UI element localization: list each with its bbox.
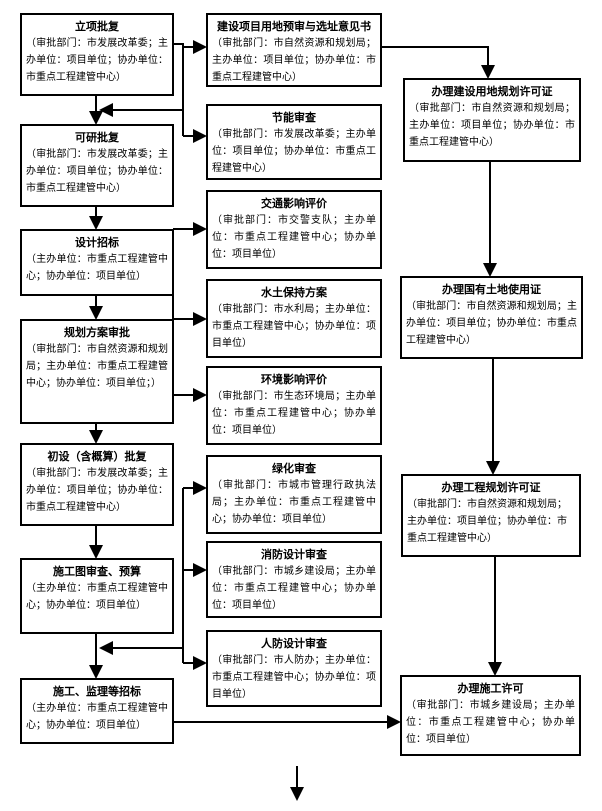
arrow-m1-r1 bbox=[381, 46, 495, 79]
step-title: 施工图审查、预算 bbox=[53, 565, 141, 578]
step-feasibility-approval: 可研批复 （审批部门：市发展改革委；主办单位：项目单位；协办单位：市重点工程建管… bbox=[20, 124, 174, 207]
step-soil-water-plan: 水土保持方案 （审批部门：市水利局；主办单位：市重点工程建管中心；协办单位：项目… bbox=[206, 279, 382, 358]
step-desc: （审批部门：市发展改革委；主办单位：项目单位；协办单位：市重点工程建管中心） bbox=[26, 468, 168, 513]
step-desc: （审批部门：市自然资源和规划局；主办单位：市重点工程建管中心；协办单位：项目单位… bbox=[26, 344, 168, 389]
step-title: 立项批复 bbox=[75, 20, 119, 33]
connector-b1-branch bbox=[173, 43, 184, 136]
step-title: 环境影响评价 bbox=[261, 373, 327, 386]
step-title: 办理施工许可 bbox=[457, 682, 524, 695]
step-desc: （主办单位：市重点工程建管中心；协办单位：项目单位） bbox=[26, 254, 168, 282]
step-title: 人防设计审查 bbox=[261, 637, 327, 650]
step-desc: （审批部门：市生态环境局；主办单位：市重点工程建管中心；协办单位：项目单位） bbox=[212, 391, 376, 436]
step-title: 办理建设用地规划许可证 bbox=[431, 85, 553, 98]
step-desc: （审批部门：市水利局；主办单位：市重点工程建管中心；协办单位：项目单位） bbox=[212, 304, 376, 349]
step-construction-tender: 施工、监理等招标 （主办单位：市重点工程建管中心；协办单位：项目单位） bbox=[20, 678, 174, 744]
step-title: 施工、监理等招标 bbox=[53, 685, 141, 698]
step-energy-review: 节能审查 （审批部门：市发展改革委；主办单位：项目单位；协办单位：市重点工程建管… bbox=[206, 104, 382, 180]
step-desc: （审批部门：市发展改革委；主办单位：项目单位；协办单位：市重点工程建管中心） bbox=[212, 129, 376, 174]
step-title: 交通影响评价 bbox=[261, 197, 327, 210]
step-traffic-impact: 交通影响评价 （审批部门：市交警支队；主办单位：市重点工程建管中心；协办单位：项… bbox=[206, 190, 382, 269]
step-environment-impact: 环境影响评价 （审批部门：市生态环境局；主办单位：市重点工程建管中心；协办单位：… bbox=[206, 366, 382, 445]
step-title: 节能审查 bbox=[272, 111, 316, 124]
step-desc: （主办单位：市重点工程建管中心；协办单位：项目单位） bbox=[26, 583, 168, 611]
step-title: 绿化审查 bbox=[272, 462, 316, 475]
step-desc: （审批部门：市自然资源和规划局；主办单位：项目单位；协办单位：市重点工程建管中心… bbox=[407, 499, 567, 544]
step-title: 办理工程规划许可证 bbox=[441, 481, 541, 494]
step-construction-drawing: 施工图审查、预算 （主办单位：市重点工程建管中心；协办单位：项目单位） bbox=[20, 558, 174, 634]
step-desc: （审批部门：市自然资源和规划局；主办单位：项目单位；协办单位：市重点工程建管中心… bbox=[212, 38, 376, 83]
step-desc: （审批部门：市发展改革委；主办单位：项目单位；协办单位：市重点工程建管中心） bbox=[26, 149, 168, 194]
step-project-approval: 立项批复 （审批部门：市发展改革委；主办单位：项目单位；协办单位：市重点工程建管… bbox=[20, 13, 174, 96]
step-construction-permit: 办理施工许可 （审批部门：市城乡建设局；主办单位：市重点工程建管中心；协办单位：… bbox=[400, 675, 581, 756]
step-fire-design-review: 消防设计审查 （审批部门：市城乡建设局；主办单位：市重点工程建管中心；协办单位：… bbox=[206, 541, 382, 618]
connector-b4-branch bbox=[172, 229, 183, 396]
step-desc: （审批部门：市人防办；主办单位：市重点工程建管中心；协办单位：项目单位） bbox=[212, 655, 376, 700]
step-title: 水土保持方案 bbox=[261, 286, 327, 299]
step-title: 办理国有土地使用证 bbox=[442, 283, 541, 296]
step-land-pre-review: 建设项目用地预审与选址意见书 （审批部门：市自然资源和规划局；主办单位：项目单位… bbox=[206, 13, 382, 87]
step-title: 规划方案审批 bbox=[64, 326, 130, 339]
step-design-tender: 设计招标 （主办单位：市重点工程建管中心；协办单位：项目单位） bbox=[20, 229, 174, 296]
step-preliminary-design: 初设（含概算）批复 （审批部门：市发展改革委；主办单位：项目单位；协办单位：市重… bbox=[20, 443, 174, 526]
step-desc: （审批部门：市自然资源和规划局；主办单位：项目单位；协办单位：市重点工程建管中心… bbox=[406, 301, 577, 346]
step-title: 消防设计审查 bbox=[261, 548, 327, 561]
step-title: 设计招标 bbox=[75, 236, 119, 249]
step-title: 建设项目用地预审与选址意见书 bbox=[217, 20, 371, 33]
step-engineering-planning-permit: 办理工程规划许可证 （审批部门：市自然资源和规划局；主办单位：项目单位；协办单位… bbox=[401, 474, 581, 557]
step-title: 初设（含概算）批复 bbox=[47, 450, 147, 463]
step-land-use-certificate: 办理国有土地使用证 （审批部门：市自然资源和规划局；主办单位：项目单位；协办单位… bbox=[400, 276, 583, 359]
step-planning-scheme: 规划方案审批 （审批部门：市自然资源和规划局；主办单位：市重点工程建管中心；协办… bbox=[20, 319, 174, 424]
step-desc: （主办单位：市重点工程建管中心；协办单位：项目单位） bbox=[26, 703, 168, 731]
step-desc: （审批部门：市发展改革委；主办单位：项目单位；协办单位：市重点工程建管中心） bbox=[26, 38, 168, 83]
step-desc: （审批部门：市交警支队；主办单位：市重点工程建管中心；协办单位：项目单位） bbox=[212, 215, 376, 260]
step-land-planning-permit: 办理建设用地规划许可证 （审批部门：市自然资源和规划局；主办单位：项目单位；协办… bbox=[403, 78, 581, 162]
step-civil-defense-review: 人防设计审查 （审批部门：市人防办；主办单位：市重点工程建管中心；协办单位：项目… bbox=[206, 630, 382, 707]
step-title: 可研批复 bbox=[75, 131, 119, 144]
step-desc: （审批部门：市城乡建设局；主办单位：市重点工程建管中心；协办单位：项目单位） bbox=[212, 566, 376, 611]
step-greening-review: 绿化审查 （审批部门：市城市管理行政执法局；主办单位：市重点工程建管中心；协办单… bbox=[206, 455, 382, 534]
step-desc: （审批部门：市城市管理行政执法局；主办单位：市重点工程建管中心；协办单位：项目单… bbox=[212, 480, 376, 525]
step-desc: （审批部门：市自然资源和规划局；主办单位：项目单位；协办单位：市重点工程建管中心… bbox=[409, 103, 575, 148]
step-desc: （审批部门：市城乡建设局；主办单位：市重点工程建管中心；协办单位：项目单位） bbox=[406, 700, 575, 745]
